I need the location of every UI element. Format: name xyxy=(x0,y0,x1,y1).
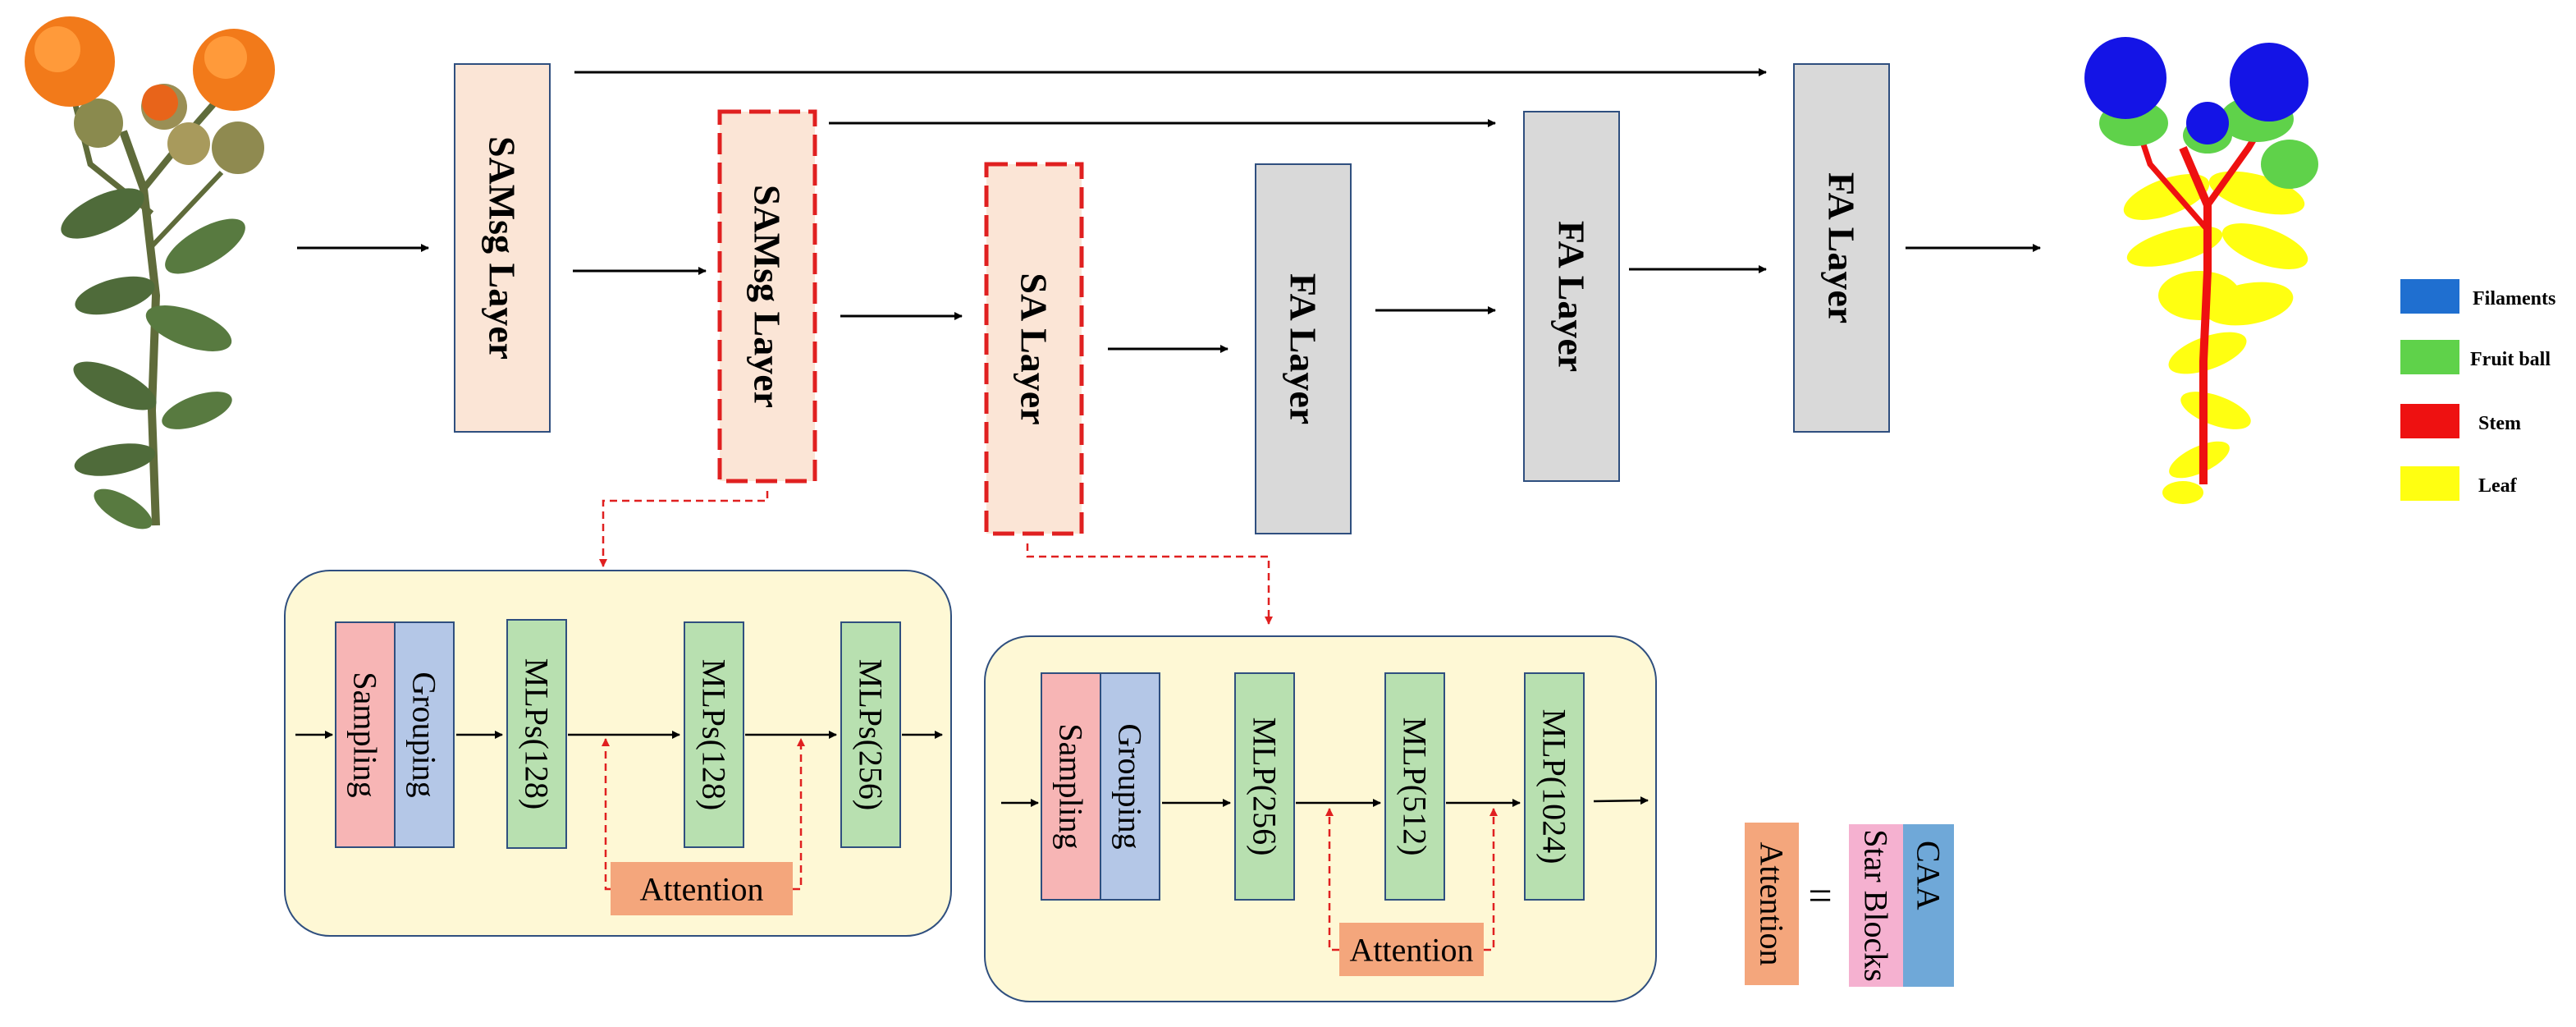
module1-mlp-block-1 xyxy=(506,619,567,849)
legend-swatch-leaf xyxy=(2400,466,2459,501)
segmented-plant-output xyxy=(2084,37,2318,504)
module2-attention-label: Attention xyxy=(1349,932,1473,969)
legend-swatch-filaments xyxy=(2400,279,2459,314)
sa-layer xyxy=(984,162,1084,536)
legend-label-filaments: Filaments xyxy=(2473,288,2555,309)
legend-label-leaf: Leaf xyxy=(2478,475,2518,497)
module2-grouping-label: Grouping xyxy=(1112,723,1149,849)
module1-mlp-label-1: MLPs(128) xyxy=(519,658,556,809)
detail-connectors xyxy=(599,491,1273,625)
fa-layer-3 xyxy=(1793,63,1890,433)
legend: Filaments Fruit ball Stem Leaf xyxy=(2400,279,2555,501)
star-blocks-block xyxy=(1849,824,1903,987)
sa-module-detail: Sampling Grouping MLP(256) MLP(512) MLP(… xyxy=(984,635,1657,1002)
fa-layer-2 xyxy=(1523,111,1620,482)
legend-swatch-fruit-ball xyxy=(2400,340,2459,374)
legend-swatch-stem xyxy=(2400,404,2459,438)
module1-sampling-block xyxy=(335,621,396,848)
attention-definition: Attention = Star Blocks CAA xyxy=(1745,823,1954,987)
module1-sampling-label: Sampling xyxy=(347,672,384,797)
attention-definition-block xyxy=(1745,823,1799,985)
star-blocks-label: Star Blocks xyxy=(1858,829,1895,982)
top-row-arrows xyxy=(297,68,2041,353)
module2-mlp-label-3: MLP(1024) xyxy=(1536,709,1573,864)
module1-grouping-block xyxy=(394,621,455,848)
module2-mlp-label-2: MLP(512) xyxy=(1397,718,1434,856)
module1-attention-connector-2 xyxy=(793,738,805,891)
samsg-module-detail: Sampling Grouping MLPs(128) MLPs(128) ML… xyxy=(284,570,952,937)
module1-mlp-block-3 xyxy=(840,621,901,848)
module2-mlp-block-1 xyxy=(1234,672,1295,901)
samsg-layer-2-label: SAMsg Layer xyxy=(747,185,789,408)
connector-sa-to-module2 xyxy=(1026,543,1273,625)
module2-mlp-label-1: MLP(256) xyxy=(1247,718,1283,856)
samsg-layer-1-label: SAMsg Layer xyxy=(482,136,524,360)
module2-arrow-out xyxy=(1593,796,1649,805)
equals-sign: = xyxy=(1808,873,1832,920)
module1-mlp-block-2 xyxy=(684,621,744,848)
legend-label-stem: Stem xyxy=(2478,413,2521,434)
module1-attention-connector-1 xyxy=(602,738,611,891)
samsg-layer-1 xyxy=(454,63,551,433)
sa-layer-label: SA Layer xyxy=(1013,273,1055,424)
module2-mlp-block-3 xyxy=(1524,672,1585,901)
module1-attention-block xyxy=(611,862,793,915)
legend-label-fruit-ball: Fruit ball xyxy=(2470,349,2551,370)
input-plant-image xyxy=(25,16,275,530)
module1-mlp-label-2: MLPs(128) xyxy=(696,659,733,810)
module2-sampling-block xyxy=(1041,672,1101,901)
connector-samsg-to-module1 xyxy=(599,491,769,567)
module2-mlp-block-2 xyxy=(1384,672,1445,901)
fa-layer-2-label: FA Layer xyxy=(1551,221,1593,372)
module2-attention-block xyxy=(1339,923,1484,976)
fa-layer-3-label: FA Layer xyxy=(1821,172,1863,323)
samsg-layer-2 xyxy=(717,109,817,484)
caa-label: CAA xyxy=(1910,841,1947,910)
fa-layer-1 xyxy=(1255,163,1352,534)
attention-definition-label: Attention xyxy=(1754,841,1791,965)
module1-mlp-label-3: MLPs(256) xyxy=(853,659,890,810)
module2-grouping-block xyxy=(1100,672,1160,901)
caa-block xyxy=(1903,824,1954,987)
module1-grouping-label: Grouping xyxy=(406,672,443,797)
module2-attention-connector-1 xyxy=(1325,808,1339,951)
module2-attention-connector-2 xyxy=(1484,808,1498,951)
module2-sampling-label: Sampling xyxy=(1053,723,1090,849)
module1-attention-label: Attention xyxy=(639,871,763,908)
fa-layer-1-label: FA Layer xyxy=(1283,273,1325,424)
